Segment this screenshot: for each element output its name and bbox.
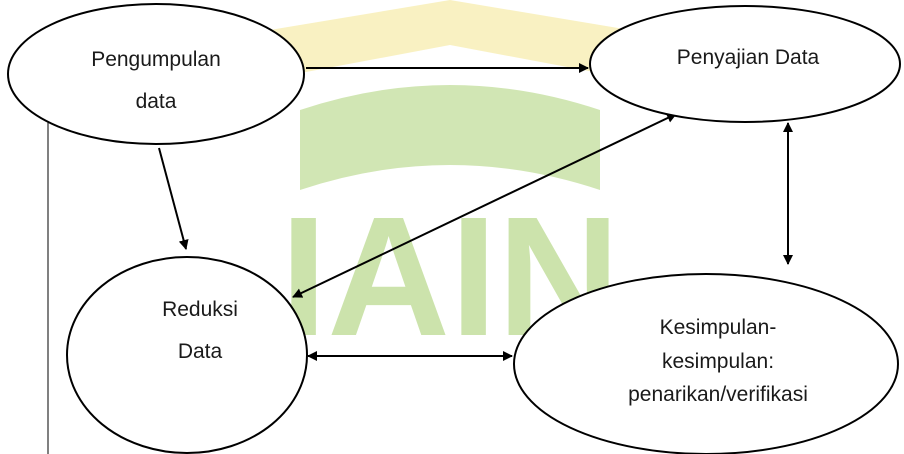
arrow-pengumpulan-to-reduksi bbox=[158, 147, 189, 250]
node-pengumpulan-data: Pengumpulan data bbox=[7, 3, 305, 145]
node-penyajian-label: Penyajian Data bbox=[677, 46, 820, 69]
watermark-book-shape bbox=[300, 85, 600, 190]
node-pengumpulan-label-line1: Pengumpulan bbox=[91, 48, 221, 71]
node-penyajian-shape bbox=[589, 5, 901, 123]
node-kesimpulan-label-line2: kesimpulan: bbox=[662, 350, 774, 373]
node-reduksi-label-line2: Data bbox=[178, 340, 223, 363]
node-reduksi-data: Reduksi Data bbox=[66, 256, 308, 454]
node-reduksi-label-line1: Reduksi bbox=[162, 298, 238, 321]
node-kesimpulan: Kesimpulan- kesimpulan: penarikan/verifi… bbox=[513, 273, 899, 454]
node-kesimpulan-label-line3: penarikan/verifikasi bbox=[628, 383, 808, 406]
node-kesimpulan-label-line1: Kesimpulan- bbox=[660, 316, 777, 339]
node-reduksi-shape bbox=[66, 256, 308, 454]
node-pengumpulan-label-line2: data bbox=[136, 90, 177, 113]
node-pengumpulan-shape bbox=[7, 3, 305, 145]
node-penyajian-data: Penyajian Data bbox=[589, 5, 901, 123]
node-kesimpulan-shape bbox=[513, 273, 899, 454]
arrow-reduksi-penyajian bbox=[292, 113, 677, 298]
